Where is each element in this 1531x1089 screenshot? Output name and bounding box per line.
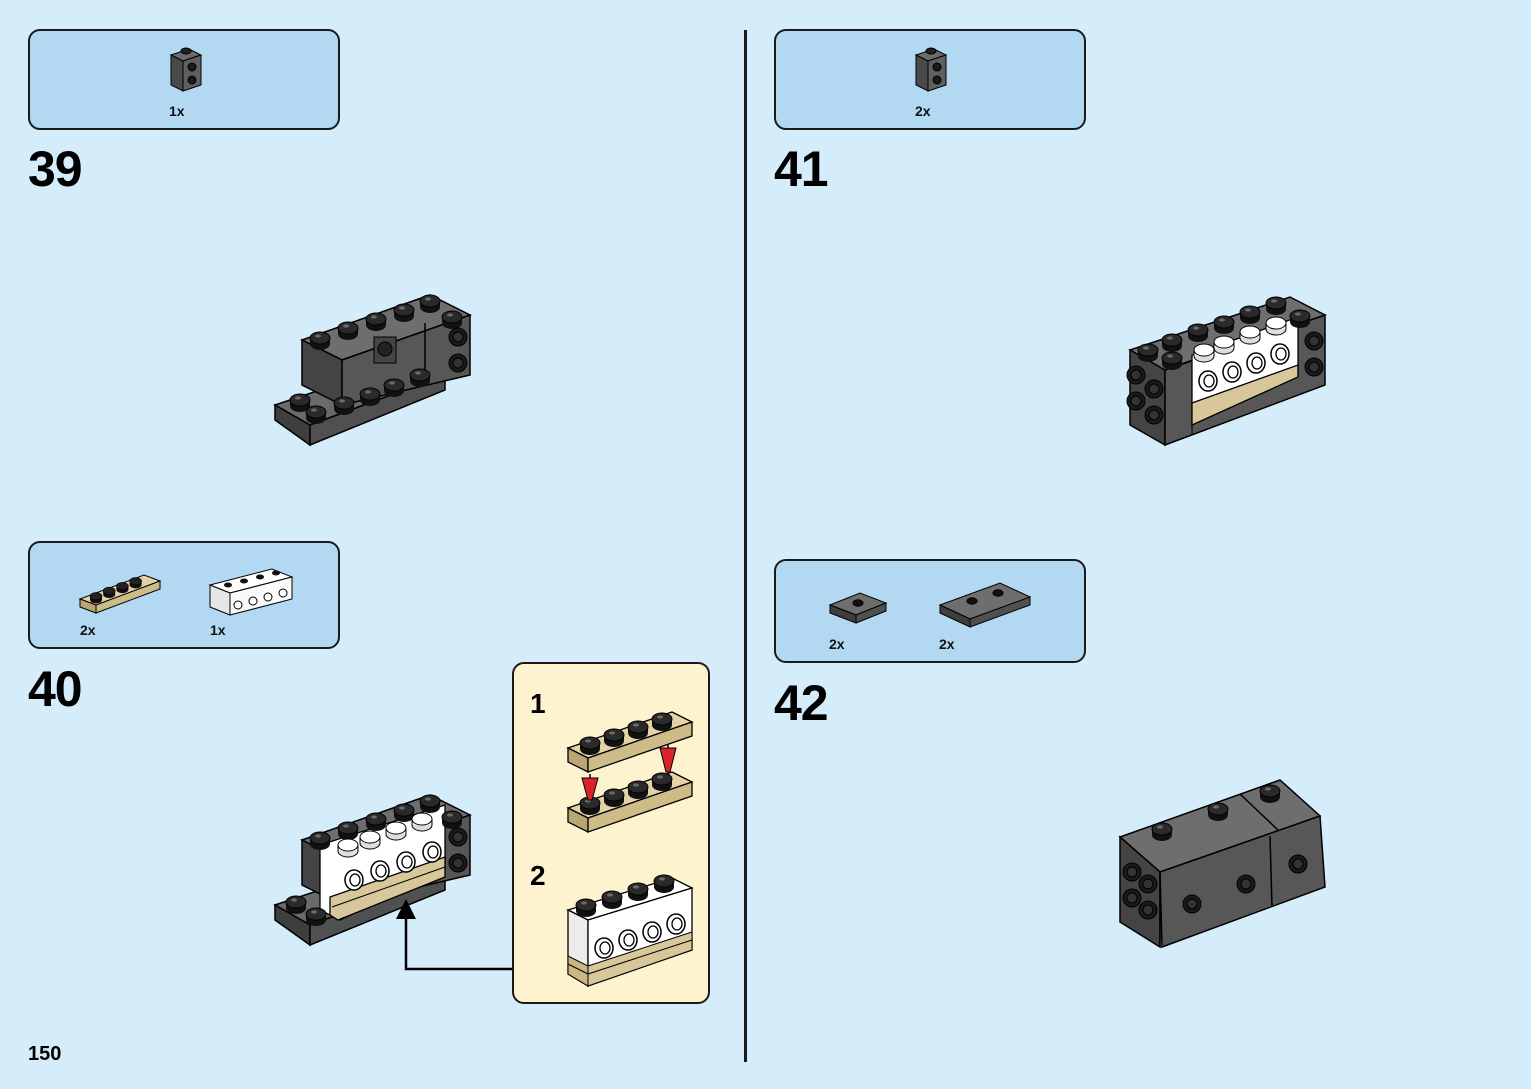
step-number: 41 — [774, 141, 829, 197]
part-qty: 2x — [829, 636, 845, 652]
step-number: 42 — [774, 675, 829, 731]
parts-callout-step-40: 2x 1x — [28, 541, 340, 649]
part-icon-grey-1x1-side-studs — [169, 47, 203, 92]
model-step-39 — [273, 294, 472, 447]
parts-callout-step-39: 1x — [28, 29, 340, 130]
callout-connector-arrow — [396, 899, 514, 971]
model-step-42 — [1118, 779, 1326, 949]
part-icon-grey-plate-2x4-jumper — [938, 582, 1032, 628]
substep-2-illustration — [566, 874, 694, 988]
model-step-40 — [273, 794, 472, 947]
page-divider — [744, 30, 747, 1062]
step-number: 39 — [28, 141, 83, 197]
part-icon-white-brick-1x4-side-studs — [208, 568, 294, 616]
step-number: 40 — [28, 661, 83, 717]
part-qty: 2x — [80, 622, 96, 638]
parts-callout-step-42: 2x 2x — [774, 559, 1086, 663]
part-qty: 2x — [915, 103, 931, 119]
sub-assembly-callout: 1 2 — [512, 662, 710, 1004]
page-number: 150 — [28, 1043, 62, 1065]
parts-callout-step-41: 2x — [774, 29, 1086, 130]
substep-number: 1 — [530, 688, 546, 719]
substep-number: 2 — [530, 860, 546, 891]
part-qty: 1x — [169, 103, 185, 119]
part-icon-tan-plate-1x4 — [78, 574, 162, 614]
part-qty: 1x — [210, 622, 226, 638]
part-icon-grey-plate-2x2-jumper — [828, 592, 888, 624]
model-step-41 — [1126, 296, 1327, 447]
part-qty: 2x — [939, 636, 955, 652]
part-icon-grey-1x1-side-studs — [914, 47, 948, 92]
substep-1-illustration — [566, 711, 694, 834]
